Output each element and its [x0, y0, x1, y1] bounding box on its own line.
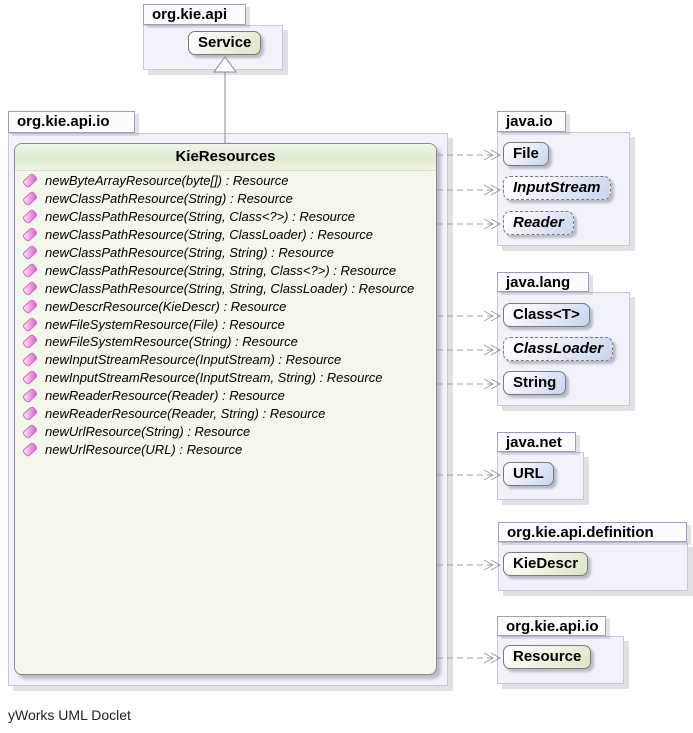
method-row[interactable]: newUrlResource(String) : Resource [15, 422, 436, 440]
method-signature: newUrlResource(URL) : Resource [45, 441, 243, 457]
method-signature: newClassPathResource(String, String) : R… [45, 245, 335, 260]
method-signature: newClassPathResource(String, String, Cla… [45, 262, 397, 278]
method-row[interactable]: newClassPathResource(String, Class<?>) :… [15, 208, 436, 226]
method-signature: newReaderResource(Reader, String) : Reso… [45, 406, 326, 422]
method-row[interactable]: newUrlResource(URL) : Resource [15, 440, 436, 458]
method-signature: newFileSystemResource(File) : Resource [45, 316, 285, 332]
method-signature: newFileSystemResource(String) : Resource [45, 334, 298, 350]
package-tab-org-kie-api[interactable]: org.kie.api [143, 4, 246, 25]
class-resource[interactable]: Resource [503, 645, 592, 669]
method-signature: newUrlResource(String) : Resource [45, 423, 251, 439]
method-row[interactable]: newReaderResource(Reader) : Resource [15, 387, 436, 405]
method-icon [21, 405, 39, 422]
class-class-t[interactable]: Class<T> [503, 303, 590, 327]
method-icon [21, 369, 39, 386]
method-icon [21, 244, 39, 261]
method-signature: newInputStreamResource(InputStream) : Re… [45, 352, 342, 368]
method-row[interactable]: newClassPathResource(String, String, Cla… [15, 279, 436, 297]
method-icon [21, 441, 39, 458]
class-file[interactable]: File [503, 142, 549, 166]
method-icon [21, 387, 39, 404]
method-signature: newClassPathResource(String, ClassLoader… [45, 227, 374, 243]
package-body-org-kie-api-definition [498, 542, 688, 591]
method-icon [21, 280, 39, 297]
method-row[interactable]: newReaderResource(Reader, String) : Reso… [15, 405, 436, 423]
method-icon [21, 351, 39, 368]
method-icon [21, 208, 39, 225]
package-tab-org-kie-api-definition[interactable]: org.kie.api.definition [498, 522, 687, 542]
method-row[interactable]: newClassPathResource(String) : Resource [15, 190, 436, 208]
method-row[interactable]: newClassPathResource(String, ClassLoader… [15, 226, 436, 244]
class-inputstream[interactable]: InputStream [503, 176, 611, 200]
method-icon [21, 190, 39, 207]
class-string[interactable]: String [503, 371, 567, 395]
method-signature: newDescrResource(KieDescr) : Resource [45, 298, 287, 314]
method-signature: newClassPathResource(String, Class<?>) :… [45, 209, 355, 225]
class-classloader[interactable]: ClassLoader [503, 337, 614, 361]
method-icon [21, 423, 39, 440]
class-kieresources-title[interactable]: KieResources [15, 144, 436, 171]
package-tab-java-io[interactable]: java.io [497, 111, 566, 132]
method-signature: newReaderResource(Reader) : Resource [45, 388, 285, 404]
method-icon [21, 226, 39, 243]
method-row[interactable]: newByteArrayResource(byte[]) : Resource [15, 172, 436, 190]
class-reader[interactable]: Reader [503, 211, 574, 235]
class-url[interactable]: URL [503, 462, 554, 486]
package-tab-java-net[interactable]: java.net [497, 432, 576, 452]
method-icon [21, 172, 39, 189]
package-tab-java-lang[interactable]: java.lang [497, 272, 589, 292]
class-service[interactable]: Service [188, 31, 262, 55]
method-row[interactable]: newInputStreamResource(InputStream) : Re… [15, 351, 436, 369]
method-row[interactable]: newClassPathResource(String, String, Cla… [15, 261, 436, 279]
method-row[interactable]: newInputStreamResource(InputStream, Stri… [15, 369, 436, 387]
method-signature: newInputStreamResource(InputStream, Stri… [45, 370, 383, 386]
method-list: newByteArrayResource(byte[]) : Resource … [15, 171, 436, 458]
method-row[interactable]: newFileSystemResource(File) : Resource [15, 315, 436, 333]
method-signature: newClassPathResource(String) : Resource [45, 191, 293, 207]
method-row[interactable]: newClassPathResource(String, String) : R… [15, 244, 436, 262]
package-tab-org-kie-api-io[interactable]: org.kie.api.io [8, 111, 135, 133]
method-signature: newClassPathResource(String, String, Cla… [45, 280, 415, 296]
doclet-footer-label: yWorks UML Doclet [8, 707, 131, 723]
method-icon [21, 333, 39, 350]
method-signature: newByteArrayResource(byte[]) : Resource [45, 173, 289, 189]
method-icon [21, 316, 39, 333]
class-kiedescr[interactable]: KieDescr [503, 552, 589, 576]
method-row[interactable]: newFileSystemResource(String) : Resource [15, 333, 436, 351]
method-icon [21, 298, 39, 315]
method-icon [21, 262, 39, 279]
class-kieresources[interactable]: KieResources newByteArrayResource(byte[]… [14, 143, 437, 675]
method-row[interactable]: newDescrResource(KieDescr) : Resource [15, 297, 436, 315]
package-tab-org-kie-api-io-resource[interactable]: org.kie.api.io [497, 616, 606, 636]
